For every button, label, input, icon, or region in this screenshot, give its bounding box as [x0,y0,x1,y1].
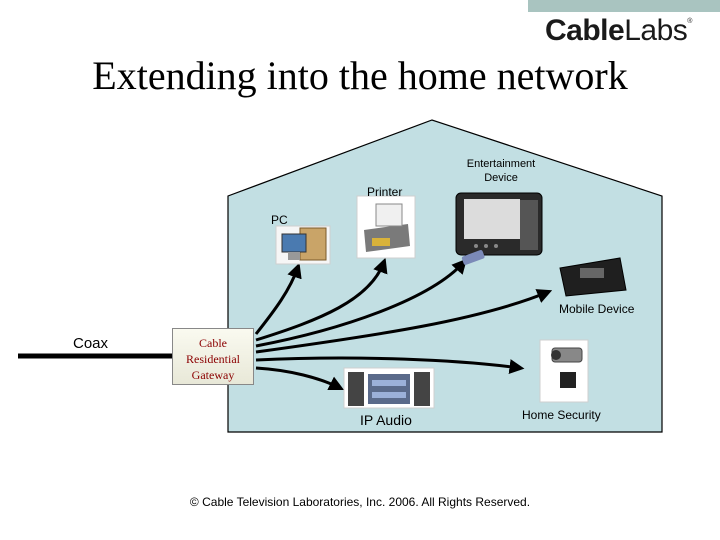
arrow-to-pc [254,262,302,335]
arrow-to-mobile [255,289,553,354]
entertainment-device-label: Entertainment Device [455,157,547,185]
home-security-icon [539,339,589,403]
entertainment-label-line2: Device [484,172,518,184]
mobile-device-label: Mobile Device [559,302,635,316]
arrow-to-printer [255,257,388,342]
ip-audio-icon [343,367,435,409]
home-security-label: Home Security [522,408,601,422]
gateway-label-line1: Cable [199,336,227,350]
logo-text-labs: Labs [624,14,688,47]
top-accent-bar [528,0,720,12]
entertainment-device-icon [455,192,543,265]
mobile-device-icon [559,257,627,297]
copyright-footer: © Cable Television Laboratories, Inc. 20… [189,495,531,509]
cablelabs-logo: CableLabs® [545,14,692,48]
gateway-label-line2: Residential [186,352,240,366]
printer-label: Printer [367,185,403,199]
printer-icon [356,195,416,259]
pc-icon [275,225,331,265]
logo-text-cable: Cable [545,14,625,47]
ip-audio-label: IP Audio [360,412,412,428]
arrow-to-audio [255,366,345,391]
coax-label: Coax [73,335,109,352]
arrow-to-security [255,356,525,375]
cable-residential-gateway: Cable Residential Gateway [172,328,254,385]
pc-label: PC [271,213,288,227]
slide-title: Extending into the home network [92,53,628,98]
arrow-to-entertainment [255,258,468,348]
logo-registered-mark: ® [687,18,692,25]
gateway-label-line3: Gateway [191,368,235,382]
entertainment-label-line1: Entertainment [466,158,536,170]
